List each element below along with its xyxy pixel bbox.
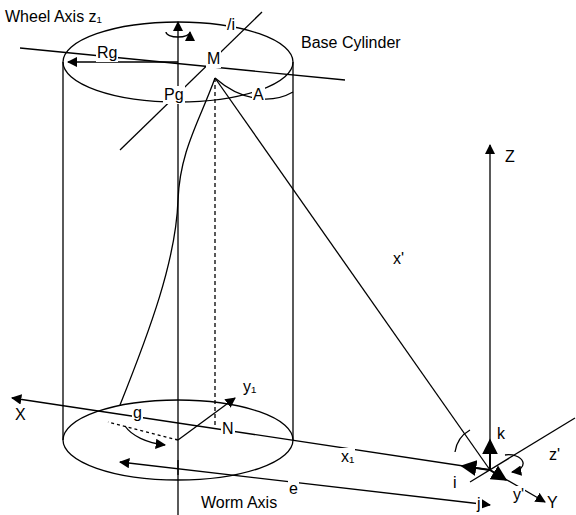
x-axis: [12, 398, 490, 470]
radius-arrow: [68, 61, 178, 62]
z-axis: [489, 145, 490, 470]
x-prime-line: [215, 78, 490, 470]
plane-line: [120, 12, 262, 150]
figure-label: N: [221, 420, 235, 438]
figure-label: Worm Axis: [200, 494, 278, 512]
angle-arc: [455, 430, 470, 452]
figure-label: Rg: [96, 44, 118, 62]
figure-label: y': [512, 486, 525, 504]
figure-label: i: [452, 474, 458, 492]
figure-label: j: [476, 495, 482, 513]
unit-k: [489, 440, 491, 470]
figure-label: Wheel Axis z₁: [4, 8, 103, 26]
figure-label: e: [288, 480, 299, 498]
figure-label: z': [548, 446, 561, 464]
figure-label: Y: [546, 494, 559, 512]
y1-axis: [178, 398, 235, 440]
figure-label: g: [132, 404, 143, 422]
involute-curve: [120, 78, 215, 405]
bottom-ellipse: [63, 400, 293, 480]
cylinder-edge: [292, 62, 293, 440]
angle-radius: [108, 422, 178, 440]
cylinder-edge: [62, 62, 63, 440]
figure-label: Base Cylinder: [300, 34, 402, 52]
dashed-projection: [214, 78, 215, 425]
figure-label: M: [206, 50, 221, 68]
rotation-arrow: [166, 32, 190, 37]
z-prime-axis: [470, 418, 575, 482]
figure-label: /i: [226, 16, 236, 34]
figure-label: A: [252, 86, 265, 104]
plane-line: [20, 48, 345, 80]
figure-label: x₁: [340, 448, 355, 466]
worm-rotation: [505, 455, 523, 472]
extension-line: [177, 460, 178, 475]
figure-label: X: [14, 406, 27, 424]
figure-label: y₁: [242, 378, 257, 396]
figure-label: Z: [504, 148, 516, 166]
unit-i: [462, 466, 490, 470]
figure-label: x': [392, 250, 405, 268]
figure-label: k: [496, 425, 506, 443]
unit-j: [490, 470, 506, 480]
dimension-line: [120, 462, 490, 505]
angle-arc: [125, 426, 165, 445]
figure-label: Pg: [163, 86, 185, 104]
